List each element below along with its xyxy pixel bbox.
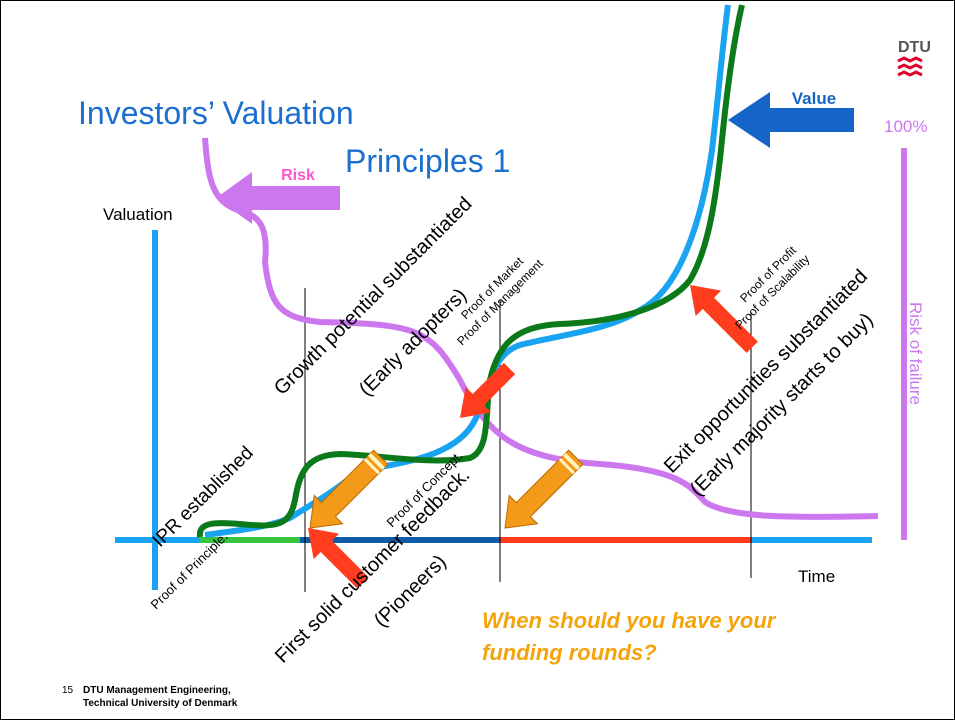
risk-arrow-label: Risk (281, 167, 315, 184)
value-arrow (728, 92, 854, 148)
dtu-logo: DTU (897, 39, 931, 77)
footer-line1: DTU Management Engineering, (83, 685, 231, 696)
red-arrow-profit (690, 285, 758, 353)
risk-axis-label: Risk of failure (906, 302, 925, 405)
pencil-arrow-2 (504, 449, 584, 529)
value-arrow-label: Value (792, 89, 836, 108)
y-axis-label: Valuation (103, 205, 173, 224)
pencil-arrow-1 (309, 449, 389, 529)
value-curve (196, 4, 745, 538)
page-number: 15 (62, 685, 74, 696)
red-arrow-growth (460, 362, 516, 418)
slide-title-line2: Principles 1 (345, 143, 510, 179)
risk-max-label: 100% (884, 117, 927, 136)
red-arrow-feedback (308, 528, 369, 589)
risk-arrow (216, 172, 340, 224)
label-ipr-established: IPR established (149, 443, 258, 552)
funding-question-line2: funding rounds? (482, 640, 657, 665)
footer-line2: Technical University of Denmark (83, 698, 238, 709)
risk-curve (202, 137, 879, 520)
x-axis-label: Time (798, 567, 835, 586)
slide-title-line1: Investors’ Valuation (78, 95, 354, 131)
dtu-logo-text: DTU (898, 39, 931, 56)
funding-question-line1: When should you have your (482, 608, 777, 633)
valuation-curve (204, 4, 731, 538)
label-early-majority: (Early majority starts to buy) (686, 309, 878, 501)
